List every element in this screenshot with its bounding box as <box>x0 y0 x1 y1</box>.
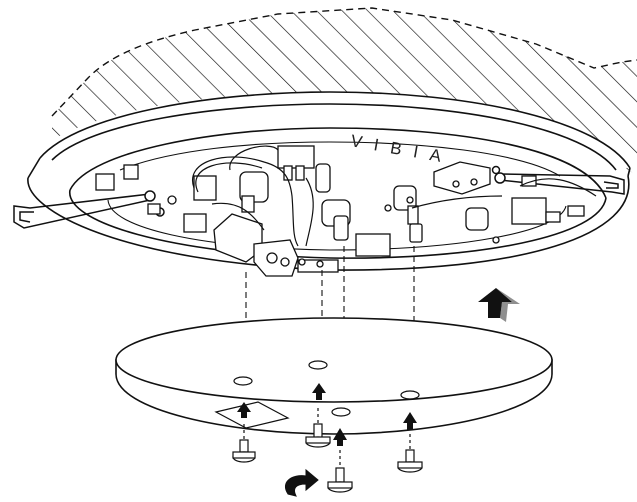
lift-arrow-icon <box>478 288 520 322</box>
screws <box>232 408 423 493</box>
cover-disc <box>115 317 553 435</box>
screw-4 <box>397 434 423 473</box>
wires <box>191 145 597 247</box>
screw-2 <box>305 408 331 448</box>
spring-clip-left <box>13 190 165 229</box>
rotate-arrow-icon <box>284 468 319 497</box>
spring-clip-right <box>491 165 625 195</box>
screw-1 <box>232 424 256 463</box>
lamp-housing <box>27 91 631 271</box>
internal-components <box>95 145 585 277</box>
up-arrow-icons <box>237 383 417 446</box>
screw-3 <box>327 450 353 493</box>
